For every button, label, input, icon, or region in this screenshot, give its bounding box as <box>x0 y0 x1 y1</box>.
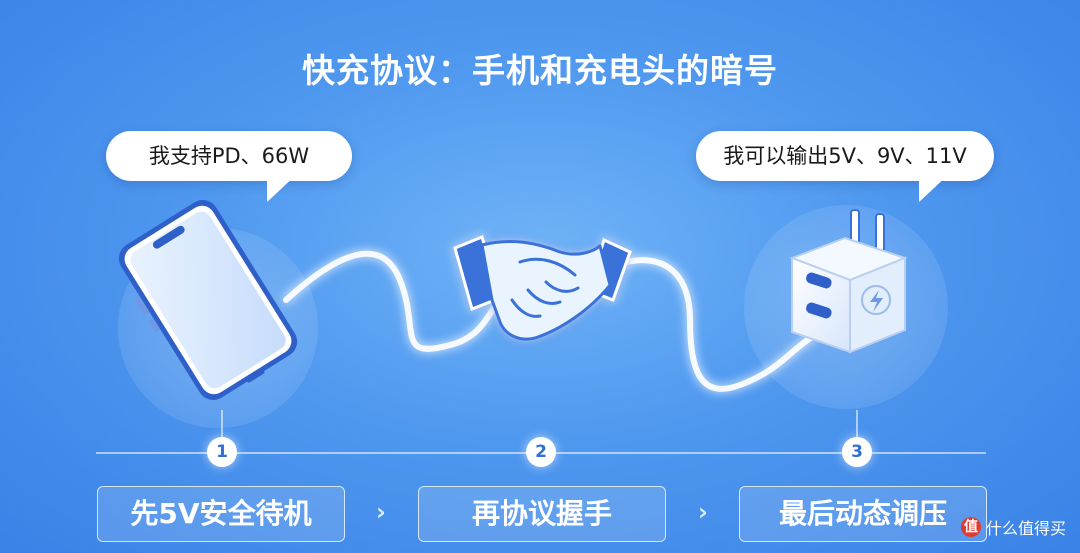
timeline-stem-3 <box>856 410 858 438</box>
watermark-logo: 值 <box>960 517 981 537</box>
cable-left <box>283 250 508 352</box>
step-box-3: 最后动态调压 <box>739 486 987 542</box>
charger-icon <box>789 209 908 354</box>
lightning-icon <box>870 290 883 312</box>
page-title: 快充协议：手机和充电头的暗号 <box>302 51 778 90</box>
step-box-2: 再协议握手 <box>418 486 666 542</box>
step-number-3: 3 <box>842 437 872 467</box>
watermark-text: 什么值得买 <box>985 519 1066 538</box>
step-number-2: 2 <box>526 437 556 467</box>
phone-speech-bubble: 我支持PD、66W <box>106 131 352 181</box>
watermark: 值 什么值得买 <box>960 515 1066 539</box>
handshake-icon <box>453 234 632 341</box>
chevron-right-icon: › <box>376 498 386 526</box>
phone-icon <box>118 200 298 400</box>
charger-speech-bubble: 我可以输出5V、9V、11V <box>696 131 994 181</box>
cable-right <box>613 257 818 392</box>
step-box-1: 先5V安全待机 <box>97 486 345 542</box>
timeline-stem-1 <box>221 410 223 438</box>
chevron-right-icon: › <box>698 498 708 526</box>
step-number-1: 1 <box>207 437 237 467</box>
